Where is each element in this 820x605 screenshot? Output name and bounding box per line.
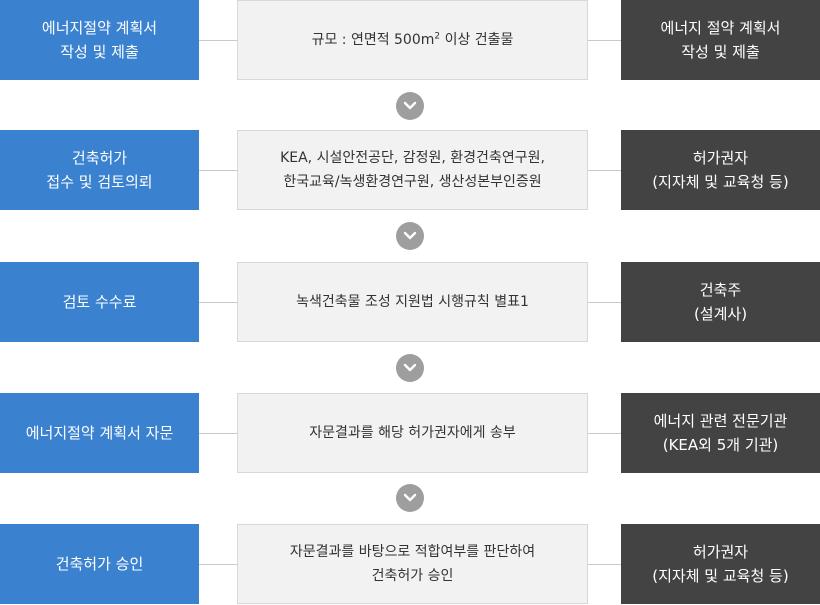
- chevron-down-icon: [396, 354, 424, 382]
- connector-line: [588, 302, 621, 303]
- step-2-actor: 허가권자 (지자체 및 교육청 등): [621, 130, 820, 210]
- step-1-detail: 규모 : 연면적 500m2 이상 건출물: [237, 0, 588, 80]
- connector-line: [588, 40, 621, 41]
- connector-line: [199, 302, 237, 303]
- connector-line: [199, 40, 237, 41]
- step-row-3: 검토 수수료 녹색건축물 조성 지원법 시행규칙 별표1 건축주 (설계사): [0, 262, 820, 342]
- connector-line: [199, 433, 237, 434]
- step-4-detail: 자문결과를 해당 허가권자에게 송부: [237, 393, 588, 473]
- step-4-actor: 에너지 관련 전문기관 (KEA외 5개 기관): [621, 393, 820, 473]
- step-row-2: 건축허가 접수 및 검토의뢰 KEA, 시설안전공단, 감정원, 환경건축연구원…: [0, 130, 820, 210]
- connector-line: [199, 564, 237, 565]
- chevron-down-icon: [396, 484, 424, 512]
- step-1-stage: 에너지절약 계획서 작성 및 제출: [0, 0, 199, 80]
- step-row-5: 건축허가 승인 자문결과를 바탕으로 적합여부를 판단하여 건축허가 승인 허가…: [0, 524, 820, 604]
- step-1-detail-text-after: 이상 건출물: [440, 32, 514, 48]
- step-3-stage: 검토 수수료: [0, 262, 199, 342]
- step-row-4: 에너지절약 계획서 자문 자문결과를 해당 허가권자에게 송부 에너지 관련 전…: [0, 393, 820, 473]
- connector-line: [588, 433, 621, 434]
- step-5-actor: 허가권자 (지자체 및 교육청 등): [621, 524, 820, 604]
- connector-line: [199, 170, 237, 171]
- step-2-detail: KEA, 시설안전공단, 감정원, 환경건축연구원, 한국교육/녹생환경연구원,…: [237, 130, 588, 210]
- connector-line: [588, 170, 621, 171]
- step-3-detail: 녹색건축물 조성 지원법 시행규칙 별표1: [237, 262, 588, 342]
- step-1-detail-text: 규모 : 연면적 500m: [311, 32, 435, 48]
- step-2-stage: 건축허가 접수 및 검토의뢰: [0, 130, 199, 210]
- step-5-stage: 건축허가 승인: [0, 524, 199, 604]
- step-4-stage: 에너지절약 계획서 자문: [0, 393, 199, 473]
- step-row-1: 에너지절약 계획서 작성 및 제출 규모 : 연면적 500m2 이상 건출물 …: [0, 0, 820, 80]
- chevron-down-icon: [396, 92, 424, 120]
- chevron-down-icon: [396, 222, 424, 250]
- superscript-2: 2: [434, 31, 441, 42]
- connector-line: [588, 564, 621, 565]
- step-5-detail: 자문결과를 바탕으로 적합여부를 판단하여 건축허가 승인: [237, 524, 588, 604]
- step-3-actor: 건축주 (설계사): [621, 262, 820, 342]
- step-1-actor: 에너지 절약 계획서 작성 및 제출: [621, 0, 820, 80]
